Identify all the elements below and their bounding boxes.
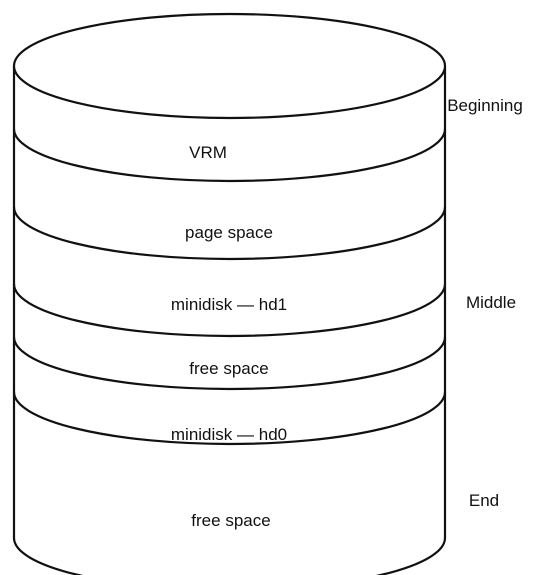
cylinder-bottom [12, 536, 447, 575]
segment-label-minidisk-hd1: minidisk — hd1 [171, 295, 287, 314]
segment-label-minidisk-hd0: minidisk — hd0 [171, 425, 287, 444]
divider-hd0-bottom [12, 390, 447, 446]
segment-label-vrm: VRM [189, 143, 227, 162]
divider-hd1-bottom [12, 282, 447, 338]
divider-vrm-bottom [12, 127, 447, 183]
side-label-end: End [469, 491, 499, 510]
cylinder-top [12, 12, 447, 120]
segment-label-page-space: page space [185, 223, 273, 242]
side-label-middle: Middle [466, 293, 516, 312]
segment-label-free-space-1: free space [189, 359, 268, 378]
segment-label-free-space-2: free space [191, 511, 270, 530]
divider-free-space-1-bottom [12, 335, 447, 391]
divider-page-space-bottom [12, 205, 447, 261]
side-label-beginning: Beginning [447, 96, 523, 115]
